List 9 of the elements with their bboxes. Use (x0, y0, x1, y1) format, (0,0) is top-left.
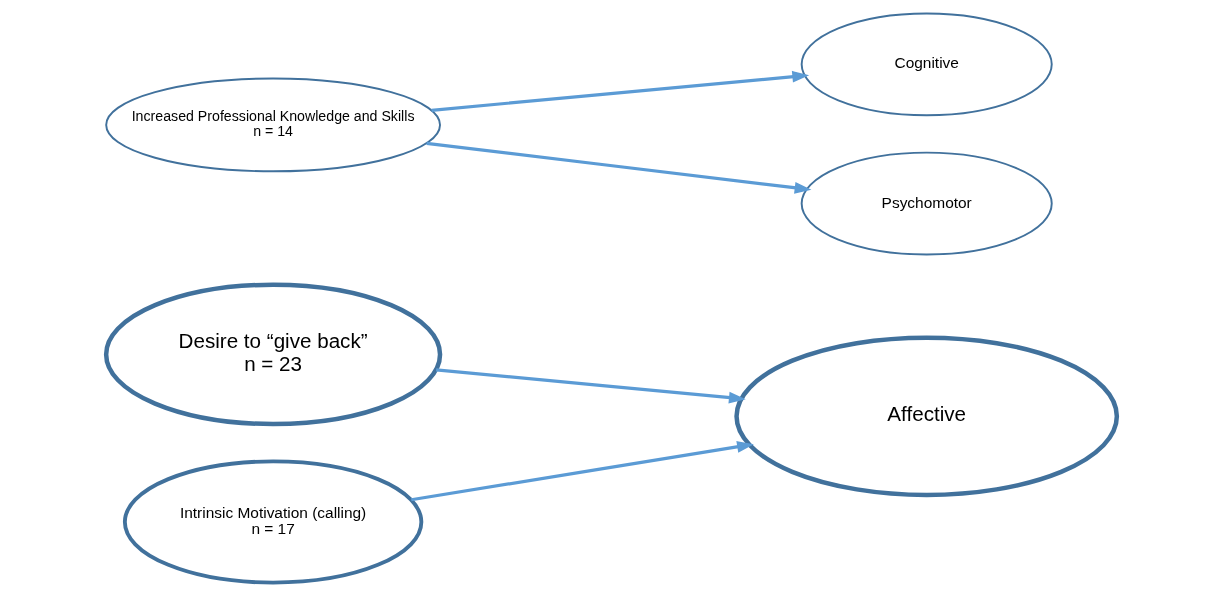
arrow (431, 70, 810, 112)
node-ellipse: Increased Professional Knowledge and Skills n = 14 (105, 77, 441, 173)
node-ellipse: Intrinsic Motivation (calling) n = 17 (122, 459, 424, 585)
arrow (426, 141, 812, 194)
arrow (411, 441, 754, 502)
node-ellipse: Desire to “give back” n = 23 (103, 282, 443, 427)
node-ellipse: Cognitive (800, 12, 1053, 117)
arrow (436, 368, 746, 404)
node-ellipse: Psychomotor (800, 151, 1053, 256)
